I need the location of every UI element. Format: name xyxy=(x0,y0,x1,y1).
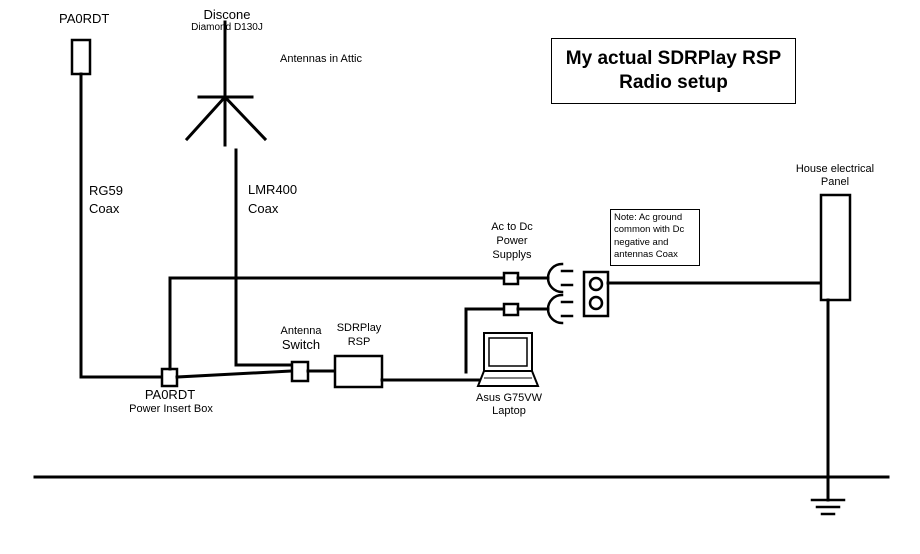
lmr400-label: LMR400 xyxy=(248,182,298,197)
sdrplay-sublabel: RSP xyxy=(347,336,371,348)
note-line-1: Note: Ac ground xyxy=(614,212,683,223)
plug-1 xyxy=(546,262,564,294)
title-line-1: My actual SDRPlay RSP xyxy=(565,48,782,70)
panel-sublabel: Panel xyxy=(820,176,850,188)
antenna-switch-box xyxy=(290,360,310,383)
title-box: My actual SDRPlay RSP Radio setup xyxy=(551,38,796,104)
power-supply-label-3: Supplys xyxy=(492,249,532,261)
title-line-2: Radio setup xyxy=(619,72,728,93)
rg59-coax-line xyxy=(79,72,164,379)
dc-feed-line xyxy=(168,276,506,371)
discone-cone-left xyxy=(184,94,228,142)
pa0rdt-antenna xyxy=(70,38,92,76)
discone-label: Discone xyxy=(203,7,251,22)
insert-to-switch-line xyxy=(175,369,294,379)
note-box: Note: Ac ground common with Dc negative … xyxy=(610,209,700,266)
sdrplay-label: SDRPlay xyxy=(336,322,382,334)
sdrplay-rsp-box xyxy=(333,354,384,389)
lmr400-coax-label: Coax xyxy=(248,201,279,216)
discone-cone-right xyxy=(222,94,268,142)
laptop-sublabel: Laptop xyxy=(492,405,526,417)
attic-label: Antennas in Attic xyxy=(280,53,362,65)
power-insert-sublabel: Power Insert Box xyxy=(129,403,213,415)
laptop-label: Asus G75VW xyxy=(475,392,543,404)
antenna-switch-sublabel: Switch xyxy=(281,337,321,352)
power-supply-label-1: Ac to Dc xyxy=(491,221,533,233)
plug-2 xyxy=(546,293,564,325)
rg59-coax-label: Coax xyxy=(89,201,120,216)
panel-label: House electrical xyxy=(795,163,875,175)
antenna-switch-label: Antenna xyxy=(280,325,322,337)
rg59-label: RG59 xyxy=(89,183,123,198)
power-insert-label: PA0RDT xyxy=(144,387,196,402)
laptop-icon xyxy=(476,332,540,387)
lmr400-coax-line xyxy=(234,148,294,367)
note-line-3: negative and xyxy=(614,236,669,248)
pa0rdt-antenna-label: PA0RDT xyxy=(59,11,110,26)
power-supply-1 xyxy=(502,271,520,286)
discone-model-label: Diamond D130J xyxy=(191,22,263,33)
note-line-2: common with Dc xyxy=(614,224,685,236)
power-supply-label-2: Power xyxy=(496,235,528,247)
note-line-4: antennas Coax xyxy=(614,249,678,261)
power-insert-box xyxy=(160,367,179,388)
electrical-panel-box xyxy=(819,193,852,302)
power-supply-2 xyxy=(502,302,520,317)
laptop-power-line xyxy=(464,307,506,374)
